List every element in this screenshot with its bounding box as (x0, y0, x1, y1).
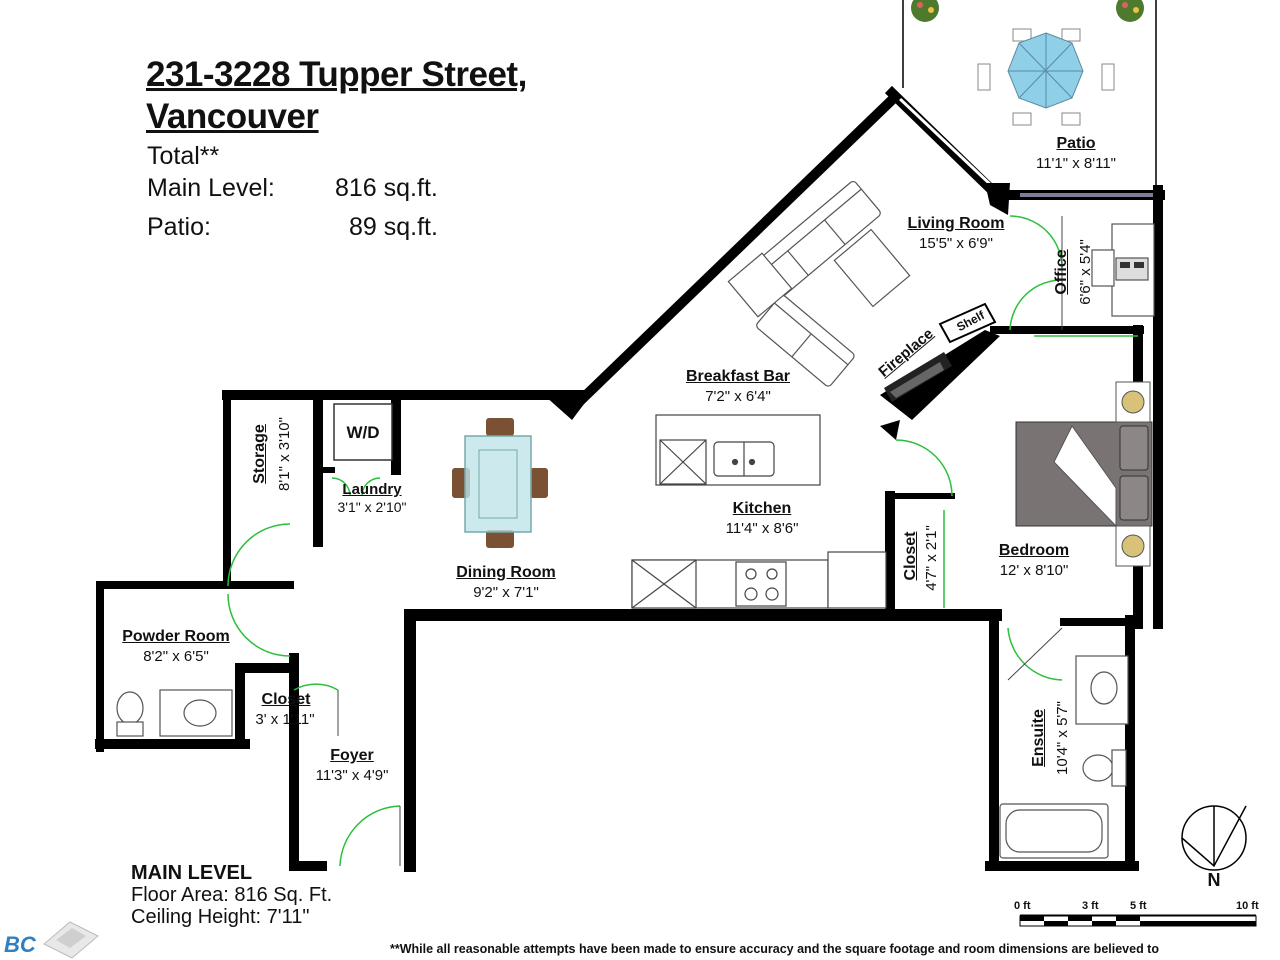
shelf-icon (938, 302, 997, 344)
room-name-bedroom-closet: Closet (902, 531, 919, 581)
room-dims-ensuite: 10'4" x 5'7" (1054, 701, 1071, 775)
logo-text: BC (4, 932, 36, 957)
room-name-patio: Patio (1056, 135, 1096, 152)
room-name-ensuite: Ensuite (1030, 709, 1047, 767)
room-name-dining-room: Dining Room (456, 564, 556, 581)
patio-table-icon (977, 28, 1115, 126)
fireplace-icon (884, 352, 952, 402)
total-label: Total** (147, 142, 220, 170)
room-name-powder-room: Powder Room (122, 628, 230, 645)
compass-north-label: N (1207, 870, 1221, 890)
room-dims-office: 6'6" x 5'4" (1077, 239, 1094, 305)
kitchen-counter (631, 551, 887, 609)
washer-dryer-label: W/D (346, 423, 380, 442)
plant-icon (1116, 0, 1144, 22)
disclaimer-text: **While all reasonable attempts have bee… (390, 942, 1159, 956)
room-dims-storage: 8'1" x 3'10" (276, 417, 293, 491)
bathtub-icon (999, 803, 1109, 859)
scale-label-10ft: 10 ft (1236, 900, 1259, 912)
door-swings (227, 215, 1138, 867)
room-dims-patio: 11'1" x 8'11" (1035, 155, 1117, 172)
patio-area-label: Patio: (147, 213, 211, 241)
sink-icon (159, 689, 233, 737)
breakfast-bar-counter (655, 414, 821, 486)
room-name-office: Office (1053, 249, 1070, 295)
room-name-foyer: Foyer (330, 747, 374, 764)
room-name-breakfast-bar: Breakfast Bar (685, 368, 791, 385)
room-dims-kitchen: 11'4" x 8'6" (725, 520, 799, 537)
ensuite-sink-icon (1075, 655, 1129, 725)
living-room-furniture (727, 180, 911, 387)
floor-area-text: Floor Area: 816 Sq. Ft. (131, 884, 333, 906)
property-address-line1: 231-3228 Tupper Street, (146, 55, 527, 94)
room-dims-laundry: 3'1" x 2'10" (337, 499, 407, 515)
room-name-kitchen: Kitchen (732, 500, 792, 517)
dining-table-icon (452, 418, 548, 548)
room-dims-foyer: 11'3" x 4'9" (315, 767, 389, 784)
property-address-line2: Vancouver (146, 97, 319, 136)
ensuite-toilet-icon (1082, 749, 1127, 787)
main-level-area-value: 816 sq.ft. (335, 174, 438, 202)
logo-icon (43, 921, 99, 959)
washer-dryer-icon (333, 403, 393, 461)
room-dims-powder-room: 8'2" x 6'5" (143, 648, 209, 665)
room-name-storage: Storage (251, 424, 268, 484)
office-desk-icon (1091, 223, 1155, 317)
room-dims-foyer-closet: 3' x 1'11" (255, 711, 315, 728)
toilet-icon (116, 691, 144, 737)
bed-icon (1015, 381, 1153, 567)
room-name-foyer-closet: Closet (261, 691, 311, 708)
scale-label-3ft: 3 ft (1082, 900, 1099, 912)
room-name-living-room: Living Room (907, 215, 1005, 232)
scale-label-0ft: 0 ft (1014, 900, 1031, 912)
room-dims-living-room: 15'5" x 6'9" (919, 235, 993, 252)
main-level-area-label: Main Level: (147, 174, 275, 202)
ceiling-height-text: Ceiling Height: 7'11" (131, 906, 310, 928)
room-dims-bedroom: 12' x 8'10" (999, 562, 1069, 579)
patio-area-value: 89 sq.ft. (349, 213, 438, 241)
room-dims-bedroom-closet: 4'7" x 2'1" (923, 525, 940, 591)
scale-bar (1019, 914, 1257, 927)
plant-icon (911, 0, 939, 22)
room-name-laundry: Laundry (342, 481, 402, 498)
room-dims-dining-room: 9'2" x 7'1" (473, 584, 539, 601)
scale-label-5ft: 5 ft (1130, 900, 1147, 912)
room-name-bedroom: Bedroom (998, 542, 1070, 559)
room-dims-breakfast-bar: 7'2" x 6'4" (705, 388, 771, 405)
main-level-heading: MAIN LEVEL (131, 862, 253, 884)
patio-outline (902, 0, 1157, 188)
north-compass-icon (1181, 805, 1247, 871)
